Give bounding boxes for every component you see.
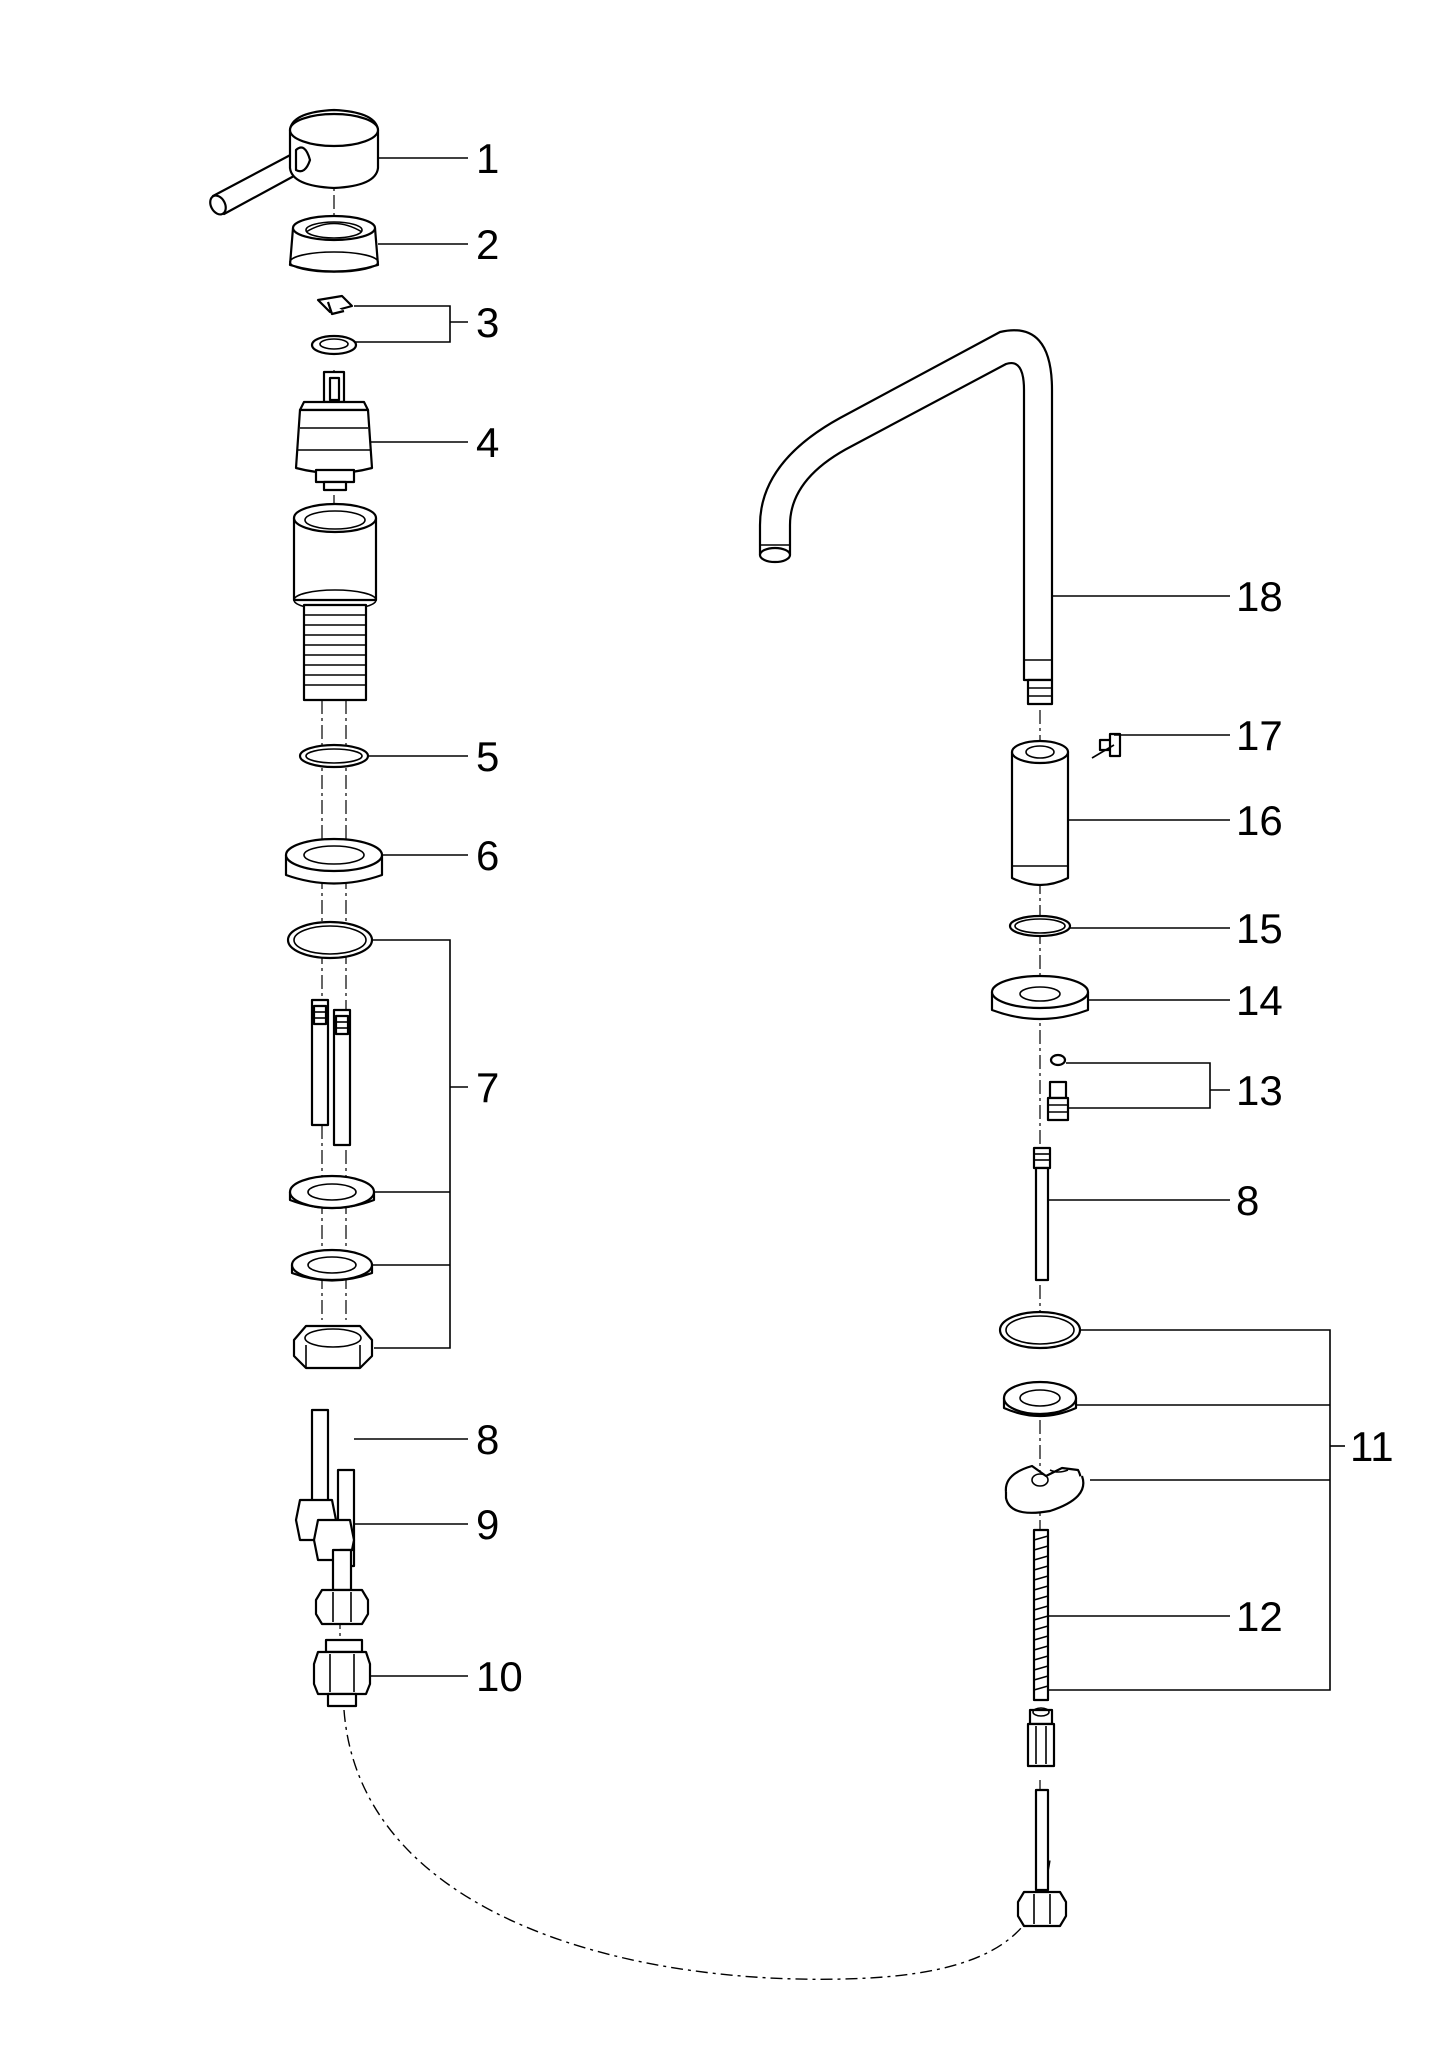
hose-path	[343, 1709, 1051, 1980]
callout-8-left: 8	[476, 1416, 500, 1463]
washer-set-7	[286, 920, 376, 1370]
mounting-set-11	[998, 1310, 1085, 1514]
threaded-rod-12	[1026, 1528, 1056, 1768]
handle-lever	[209, 108, 380, 216]
callout-3: 3	[476, 299, 500, 346]
set-screw-17	[1098, 732, 1122, 758]
callout-7: 7	[476, 1064, 500, 1111]
cap-ring	[288, 214, 380, 273]
callout-2: 2	[476, 221, 500, 268]
callout-15: 15	[1236, 905, 1283, 952]
union-nut-9	[314, 1548, 370, 1626]
callout-9: 9	[476, 1501, 500, 1548]
spout-18	[758, 329, 1054, 706]
clip-and-ring	[310, 294, 358, 356]
callout-8-right: 8	[1236, 1177, 1260, 1224]
supply-pipes	[294, 1408, 356, 1568]
callout-17: 17	[1236, 712, 1283, 759]
connector-10	[312, 1638, 372, 1708]
callout-6: 6	[476, 832, 500, 879]
cartridge	[294, 370, 374, 492]
callout-16: 16	[1236, 797, 1283, 844]
callout-18: 18	[1236, 573, 1283, 620]
callout-14: 14	[1236, 977, 1283, 1024]
callout-13: 13	[1236, 1067, 1283, 1114]
callout-4: 4	[476, 419, 500, 466]
flange-ring	[284, 837, 384, 885]
flange-14	[990, 974, 1090, 1021]
callout-12: 12	[1236, 1593, 1283, 1640]
pipe-8-right	[1032, 1146, 1052, 1282]
callout-1: 1	[476, 135, 500, 182]
callout-11: 11	[1350, 1423, 1394, 1470]
insert-13	[1046, 1053, 1070, 1122]
callout-5: 5	[476, 733, 500, 780]
supply-pipe-right	[1016, 1788, 1068, 1928]
leader-lines	[354, 157, 1345, 1691]
callout-10: 10	[476, 1653, 523, 1700]
threaded-shank	[292, 502, 378, 702]
spout-base-16	[1010, 739, 1070, 887]
